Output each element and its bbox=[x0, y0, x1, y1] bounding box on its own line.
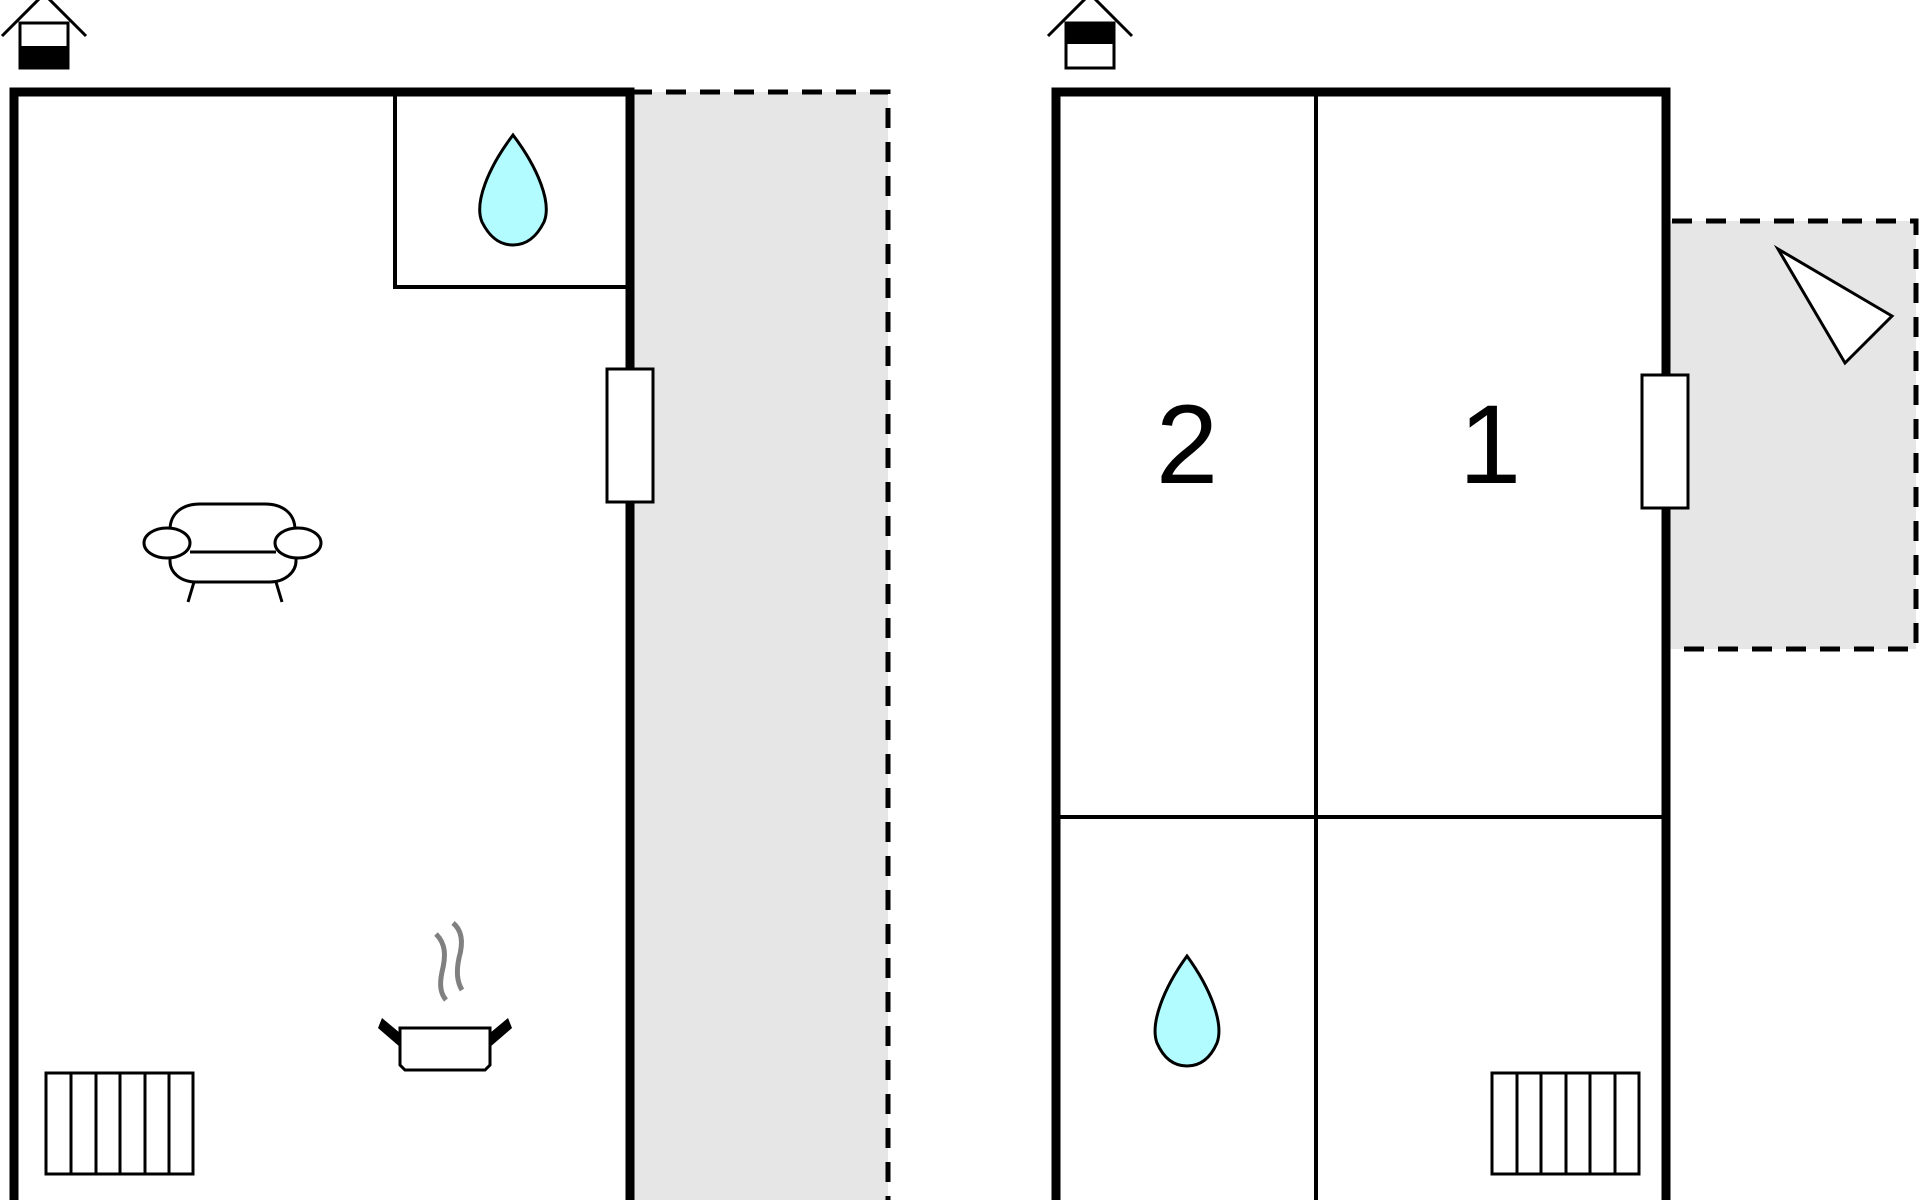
house-ground-floor-icon bbox=[0, 0, 88, 70]
radiator-icon bbox=[44, 1071, 195, 1176]
bathroom-wall bbox=[393, 92, 626, 289]
floor-plan-upper-floor: 2 1 bbox=[1046, 0, 1919, 1200]
bedroom-2-label: 2 bbox=[1156, 382, 1218, 507]
sofa-icon bbox=[142, 502, 323, 603]
house-upper-floor-icon bbox=[1046, 0, 1134, 70]
triangle-icon bbox=[1773, 244, 1895, 366]
water-drop-icon bbox=[1153, 953, 1221, 1068]
radiator-icon bbox=[1490, 1071, 1641, 1176]
ground-floor-outer-wall bbox=[9, 87, 635, 1200]
upper-floor-outer-wall bbox=[1051, 87, 1671, 1200]
floor-plan-ground-floor bbox=[0, 0, 891, 1200]
water-drop-icon bbox=[478, 132, 548, 247]
door bbox=[1640, 373, 1690, 510]
cooking-pot-icon bbox=[378, 921, 512, 1072]
balcony-area bbox=[1670, 218, 1919, 652]
bedroom-1-label: 1 bbox=[1459, 382, 1521, 507]
door bbox=[605, 367, 655, 504]
terrace-area bbox=[630, 89, 891, 1200]
